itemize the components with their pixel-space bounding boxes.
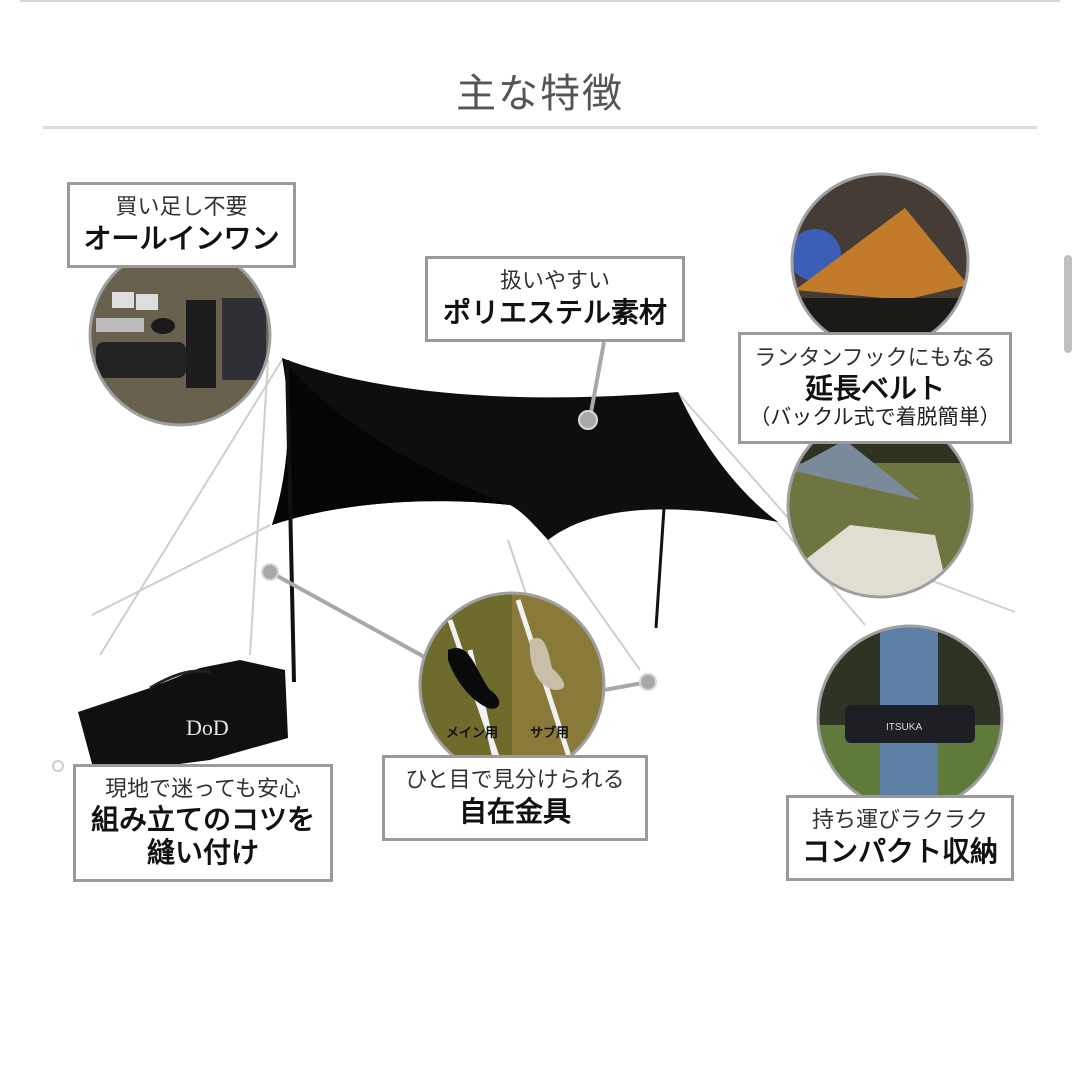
callout-polyester: 扱いやすい ポリエステル素材 [425, 256, 685, 342]
page-title: 主な特徴 [456, 70, 624, 117]
scrollbar-thumb[interactable] [1064, 255, 1072, 353]
title-divider [43, 126, 1037, 129]
callout-main-2: 縫い付け [146, 836, 259, 870]
top-divider [20, 0, 1060, 2]
callout-sub: ひと目で見分けられる [405, 768, 625, 794]
callout-all-in-one: 買い足し不要 オールインワン [67, 182, 296, 268]
tensioner-main-label: メイン用 [446, 726, 499, 741]
callout-sub: ランタンフックにもなる [754, 345, 996, 371]
callout-sub: 扱いやすい [499, 269, 610, 295]
callout-main: 延長ベルト [804, 372, 945, 406]
tensioner-sub-label: サブ用 [530, 726, 570, 741]
dod-bag: DoD [52, 660, 288, 775]
callout-sub: 持ち運びラクラク [811, 808, 988, 834]
callout-main: オールインワン [83, 221, 280, 255]
callout-note: （バックル式で着脱簡単） [749, 405, 1001, 430]
callout-main: ポリエステル素材 [442, 295, 667, 329]
callout-main: 自在金具 [458, 794, 571, 828]
callout-compact: 持ち運びラクラク コンパクト収納 [786, 795, 1014, 881]
callout-self-tensioner: ひと目で見分けられる 自在金具 [382, 755, 648, 841]
itsuka-logo: ITSUKA [886, 722, 922, 733]
callout-main: 組み立てのコツを [90, 803, 315, 837]
callout-sub: 現地で迷っても安心 [105, 776, 301, 802]
callout-sub: 買い足し不要 [115, 195, 248, 221]
callout-extension-belt: ランタンフックにもなる 延長ベルト （バックル式で着脱簡単） [738, 332, 1012, 444]
callout-main: コンパクト収納 [801, 834, 998, 868]
svg-text:DoD: DoD [186, 715, 229, 740]
callout-sewn-instructions: 現地で迷っても安心 組み立てのコツを 縫い付け [73, 764, 333, 882]
